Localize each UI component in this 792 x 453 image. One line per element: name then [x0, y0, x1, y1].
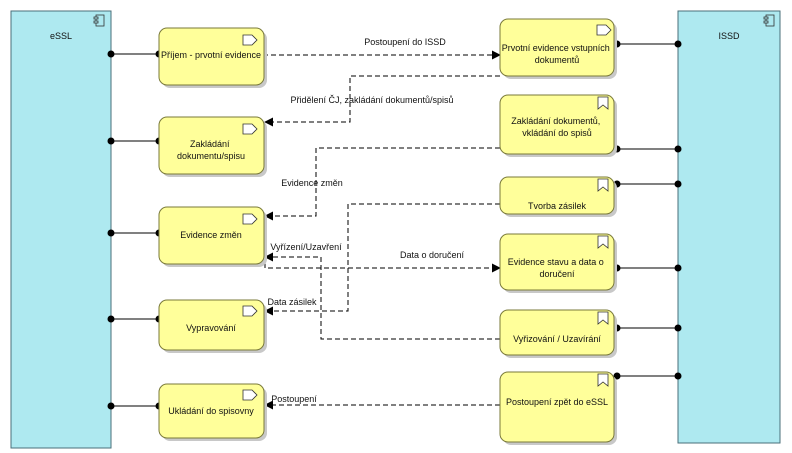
- function-icon: [242, 34, 258, 46]
- function-label: Příjem - prvotní evidence: [161, 50, 261, 60]
- function-icon: [597, 178, 609, 192]
- function-ukladani[interactable]: Ukládání do spisovny: [158, 383, 267, 441]
- function-evidence-zmen[interactable]: Evidence změn: [158, 206, 267, 267]
- function-icon: [242, 213, 258, 225]
- function-label: Vyřizování / Uzavírání: [513, 334, 601, 344]
- function-label: Evidence změn: [180, 230, 242, 240]
- flow-label: Přidělení ČJ, zakládání dokumentů/spisů: [290, 95, 453, 105]
- flow-label: Postoupení: [271, 394, 317, 404]
- function-label: Tvorba zásilek: [528, 201, 587, 211]
- essl-component[interactable]: eSSL: [10, 10, 112, 449]
- function-icon: [242, 305, 258, 317]
- function-label: Prvotní evidence vstupních dokumentů: [502, 43, 613, 65]
- function-label: Ukládání do spisovny: [168, 406, 254, 416]
- issd-component[interactable]: ISSD: [677, 10, 781, 444]
- function-label: Evidence stavu a data o doručení: [508, 257, 607, 279]
- function-label: Postoupení zpět do eSSL: [506, 397, 608, 407]
- flow-vyrizeni-uzavreni: [264, 252, 500, 340]
- function-evidence-stavu[interactable]: Evidence stavu a data o doručení: [499, 233, 617, 293]
- function-icon: [597, 373, 609, 387]
- flow-label: Data zásilek: [267, 297, 317, 307]
- function-label: Zakládání dokumentu/spisu: [177, 139, 245, 161]
- component-icon: [93, 14, 105, 27]
- flow-label: Vyřízení/Uzavření: [270, 242, 342, 252]
- data-flows: [263, 50, 501, 410]
- function-label: Zakládání dokumentů, vkládání do spisů: [511, 116, 603, 138]
- function-zakladani-dokumentu[interactable]: Zakládání dokumentů, vkládání do spisů: [499, 94, 617, 157]
- flow-evidence-zmen: [264, 147, 500, 221]
- function-icon: [597, 96, 609, 110]
- function-icon: [597, 311, 609, 325]
- function-icon: [242, 123, 258, 135]
- flow-label: Evidence změn: [281, 178, 343, 188]
- function-icon: [242, 389, 258, 401]
- flow-data-o-doruceni: [264, 263, 501, 273]
- flow-prideleni-cj: [264, 75, 500, 127]
- essl-label: eSSL: [50, 31, 72, 41]
- function-vypravovani[interactable]: Vypravování: [158, 299, 267, 353]
- flow-label: Postoupení do ISSD: [364, 37, 446, 47]
- function-icon: [596, 24, 612, 36]
- function-prvotni-evidence[interactable]: Prvotní evidence vstupních dokumentů: [499, 18, 617, 79]
- component-icon: [763, 14, 775, 27]
- function-icon: [597, 235, 609, 249]
- function-tvorba-zasilek[interactable]: Tvorba zásilek: [499, 176, 617, 217]
- function-label: Vypravování: [186, 323, 236, 333]
- issd-label: ISSD: [718, 31, 740, 41]
- function-vyrizovani[interactable]: Vyřizování / Uzavírání: [499, 309, 617, 358]
- flow-label: Data o doručení: [400, 250, 465, 260]
- function-zakladani[interactable]: Zakládání dokumentu/spisu: [158, 116, 267, 177]
- function-prijem[interactable]: Příjem - prvotní evidence: [158, 27, 267, 88]
- function-postoupeni-zpet[interactable]: Postoupení zpět do eSSL: [499, 371, 617, 445]
- flow-data-zasilek: [264, 203, 500, 316]
